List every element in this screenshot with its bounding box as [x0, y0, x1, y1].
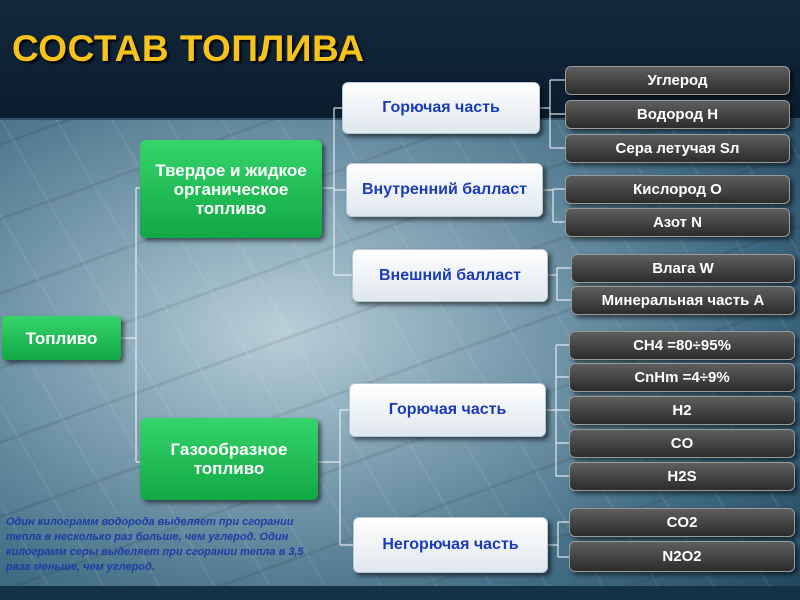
item-hydrogen: Водород H [565, 100, 790, 129]
item-h2s: H2S [569, 462, 795, 491]
node-internal-ballast: Внутренний балласт [346, 163, 543, 217]
node-external-ballast: Внешний балласт [352, 249, 548, 302]
item-carbon: Углерод [565, 66, 790, 95]
item-carbon-label: Углерод [647, 72, 708, 89]
node-combustible-part: Горючая часть [342, 82, 540, 134]
item-h2s-label: H2S [667, 468, 697, 485]
item-volatile-sulfur: Сера летучая Sл [565, 134, 790, 163]
node-fuel: Топливо [2, 316, 121, 360]
node-external-ballast-label: Внешний балласт [379, 266, 521, 284]
node-combustible-part-label: Горючая часть [382, 99, 500, 116]
heat-note: Один килограмм водорода выделяет при сго… [6, 516, 304, 573]
node-internal-ballast-label: Внутренний балласт [361, 181, 527, 198]
item-nitrogen: Азот N [565, 208, 790, 237]
item-hydrocarbons-label: CnHm =4÷9% [634, 369, 730, 386]
slide-title: СОСТАВ ТОПЛИВА [12, 28, 365, 69]
footer-decoration [0, 586, 800, 600]
node-fuel-label: Топливо [25, 328, 98, 348]
item-nitrogen-label: Азот N [652, 214, 703, 231]
item-co-label: CO [670, 435, 694, 452]
item-hydrogen-label: Водород H [636, 106, 719, 123]
item-methane-label: CH4 =80÷95% [633, 337, 731, 354]
item-n2o2: N2O2 [569, 541, 795, 572]
item-moisture: Влага W [571, 254, 795, 283]
node-solid-liquid-fuel-label: Твердое и жидкое органическое топливо [155, 160, 307, 218]
item-methane: CH4 =80÷95% [569, 331, 795, 360]
item-volatile-sulfur-label: Сера летучая Sл [615, 140, 740, 157]
item-co: CO [569, 429, 795, 458]
item-oxygen: Кислород O [565, 175, 790, 204]
node-gaseous-fuel-label: Газообразное топливо [170, 440, 288, 478]
item-co2-label: CO2 [666, 514, 698, 531]
item-mineral-part: Минеральная часть A [571, 286, 795, 315]
item-moisture-label: Влага W [652, 260, 714, 277]
item-h2-label: H2 [672, 402, 692, 419]
item-co2: CO2 [569, 508, 795, 537]
item-n2o2-label: N2O2 [662, 548, 702, 565]
node-gaseous-fuel: Газообразное топливо [140, 418, 318, 500]
node-solid-liquid-fuel: Твердое и жидкое органическое топливо [140, 140, 322, 238]
item-oxygen-label: Кислород O [633, 181, 722, 198]
item-hydrocarbons: CnHm =4÷9% [569, 363, 795, 392]
node-gas-combustible-part: Горючая часть [349, 383, 546, 437]
node-gas-combustible-part-label: Горючая часть [388, 401, 507, 418]
node-non-combustible-part: Негорючая часть [353, 517, 548, 573]
item-mineral-part-label: Минеральная часть A [601, 292, 765, 309]
item-h2: H2 [569, 396, 795, 425]
node-non-combustible-part-label: Негорючая часть [382, 536, 519, 553]
